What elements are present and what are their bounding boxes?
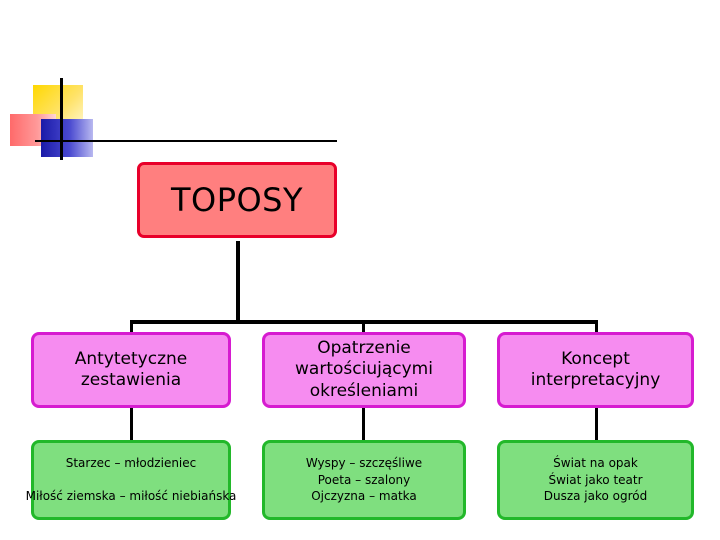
category-label-line: Koncept xyxy=(561,348,630,369)
example-line: Starzec – młodzieniec xyxy=(65,456,197,471)
example-line: Świat na opak xyxy=(553,455,638,470)
root-node-label: TOPOSY xyxy=(170,181,304,219)
category-label-line: określeniami xyxy=(309,380,419,401)
logo-blue-square xyxy=(41,119,93,157)
connector-cat-ex-2 xyxy=(362,408,365,442)
category-label-line: Antytetyczne xyxy=(74,348,188,369)
category-label-line: wartościującymi xyxy=(295,359,433,380)
category-node-antithesis: Antytetyczne zestawienia xyxy=(31,332,231,408)
connector-cat-ex-1 xyxy=(130,408,133,442)
header-rule xyxy=(35,140,337,142)
category-node-concept: Koncept interpretacyjny xyxy=(497,332,694,408)
example-line: Świat jako teatr xyxy=(548,472,643,487)
example-line: Miłość ziemska – miłość niebiańska xyxy=(25,489,237,503)
connector-root-trunk xyxy=(236,238,240,322)
example-node-evaluative: Wyspy – szczęśliwe Poeta – szalony Ojczy… xyxy=(262,440,466,520)
connector-drop-1 xyxy=(130,320,133,334)
connector-drop-3 xyxy=(595,320,598,334)
category-label-line: zestawienia xyxy=(80,370,182,390)
example-node-concept: Świat na opak Świat jako teatr Dusza jak… xyxy=(497,440,694,520)
connector-drop-2 xyxy=(362,320,365,334)
example-line: Poeta – szalony xyxy=(317,472,411,487)
example-node-antithesis: Starzec – młodzieniec Miłość ziemska – m… xyxy=(26,440,236,520)
category-label-line: interpretacyjny xyxy=(530,370,661,390)
root-node: TOPOSY xyxy=(137,162,337,238)
category-node-evaluative: Opatrzenie wartościującymi określeniami xyxy=(262,332,466,408)
example-line: Dusza jako ogród xyxy=(543,489,648,504)
example-line: Ojczyzna – matka xyxy=(311,489,417,504)
example-line: Wyspy – szczęśliwe xyxy=(305,455,423,470)
category-label-line: Opatrzenie xyxy=(317,338,411,359)
logo-vertical-line xyxy=(60,78,63,160)
connector-cat-ex-3 xyxy=(595,408,598,442)
